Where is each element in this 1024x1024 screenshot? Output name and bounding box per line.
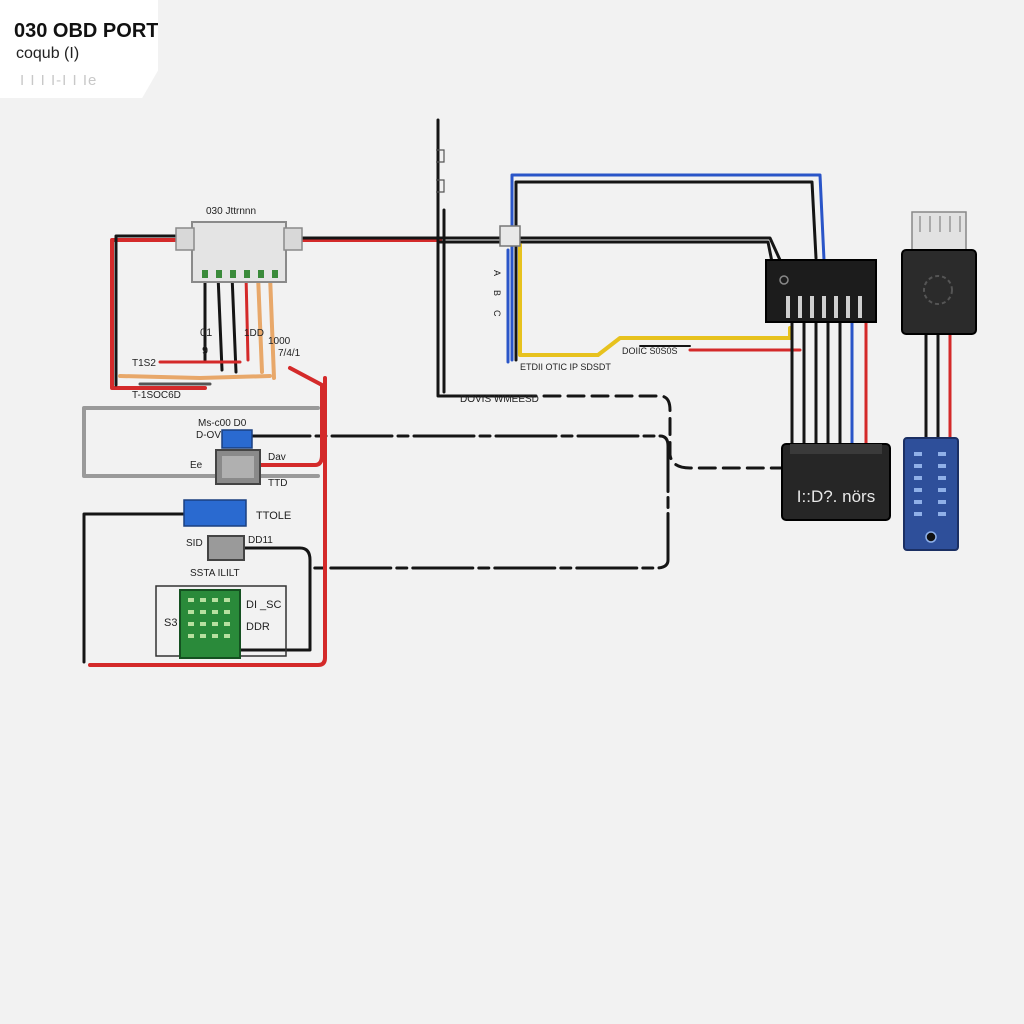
label-relay-left: Ee [190, 460, 203, 471]
wire-black-bottom-left [82, 512, 187, 664]
label-left-col-04: 7/4/1 [278, 348, 301, 359]
wire-red-left-loop [110, 238, 207, 390]
wire-bundle-3 [230, 273, 238, 374]
obd-connector-label: 030 Jttrnnn [206, 206, 256, 217]
label-left-col-01: 01 [200, 327, 212, 339]
label-blue-bar: TTOLE [256, 510, 291, 522]
diagram-faint-text: I I I I-I I Ie [20, 72, 98, 89]
wire-red-right-vertical [88, 376, 327, 667]
label-left-col-02: 9 [202, 345, 208, 357]
wire-red-module-row [258, 366, 324, 467]
wire-black-relay2 [238, 546, 312, 652]
label-vertical-1: A [492, 270, 502, 276]
label-left-wire-top: T1S2 [132, 358, 156, 369]
grey-relay-2 [207, 535, 245, 561]
wire-bundle-cross-orange [118, 374, 272, 380]
label-board-left: S3 [164, 617, 177, 629]
label-module-top-1: Ms-c00 D0 [198, 418, 247, 429]
blue-module [221, 429, 253, 449]
top-vertical-marks [436, 149, 445, 193]
label-board-right: DI _SC [246, 599, 282, 611]
wire-black-top-loop [514, 180, 818, 362]
label-relay2-bottom: SSTA ILILT [190, 568, 240, 579]
blue-pcb-board [903, 437, 959, 551]
label-yellow-top: DOIIC S0S0S [622, 346, 678, 356]
wire-bundle-5 [256, 273, 264, 374]
label-relay-right: TTD [268, 478, 287, 489]
label-vertical-2: B [492, 290, 502, 296]
obd-connector [175, 221, 303, 283]
wire-black-top-bus [298, 236, 782, 262]
label-yellow-bottom: ETDII OTIC IP SDSDT [520, 362, 611, 372]
wire-blue-top-loop [510, 173, 826, 362]
usb-adapter [901, 211, 977, 335]
wire-bundle-6 [268, 273, 276, 380]
label-relay2-left: SID [186, 538, 203, 549]
wire-bundle-2 [216, 273, 224, 372]
wire-dashed-mid [518, 394, 784, 470]
label-left-col-03: 1DD [244, 328, 264, 339]
label-left-col-05: 1000 [268, 336, 291, 347]
wire-yellow-loop [518, 243, 792, 357]
label-relay2-right: DD11 [248, 535, 273, 546]
green-pcb-board [155, 585, 287, 659]
wire-bundle-4 [244, 273, 250, 362]
diagram-title: 030 OBD PORT [14, 20, 159, 42]
label-left-wire-bottom: T-1SOC6D [132, 390, 181, 401]
inline-connector [499, 225, 521, 247]
label-module-top-2: D-OV [196, 430, 221, 441]
right-harness-connector [765, 259, 877, 323]
label-module-pwr: Dav [268, 452, 286, 463]
title-card: 030 OBD PORT coqub (I) I I I I-I I Ie [0, 0, 158, 98]
wire-black-top-bus2 [438, 240, 774, 264]
wire-grey-rect [82, 406, 320, 478]
wire-black-left-top [114, 234, 177, 387]
wire-black-module-row [248, 434, 670, 570]
blue-bar-module [183, 499, 247, 527]
diagram-subtitle: coqub (I) [16, 45, 80, 62]
main-box-label: I::D?. nörs [797, 487, 875, 506]
grey-relay [215, 449, 261, 485]
label-board-right2: DDR [246, 621, 270, 633]
label-mid-dash: DOVIS WMEESD [460, 394, 539, 405]
wire-black-vertical-center [436, 118, 522, 398]
label-vertical-3: C [492, 310, 502, 317]
main-interface-box [781, 443, 891, 521]
